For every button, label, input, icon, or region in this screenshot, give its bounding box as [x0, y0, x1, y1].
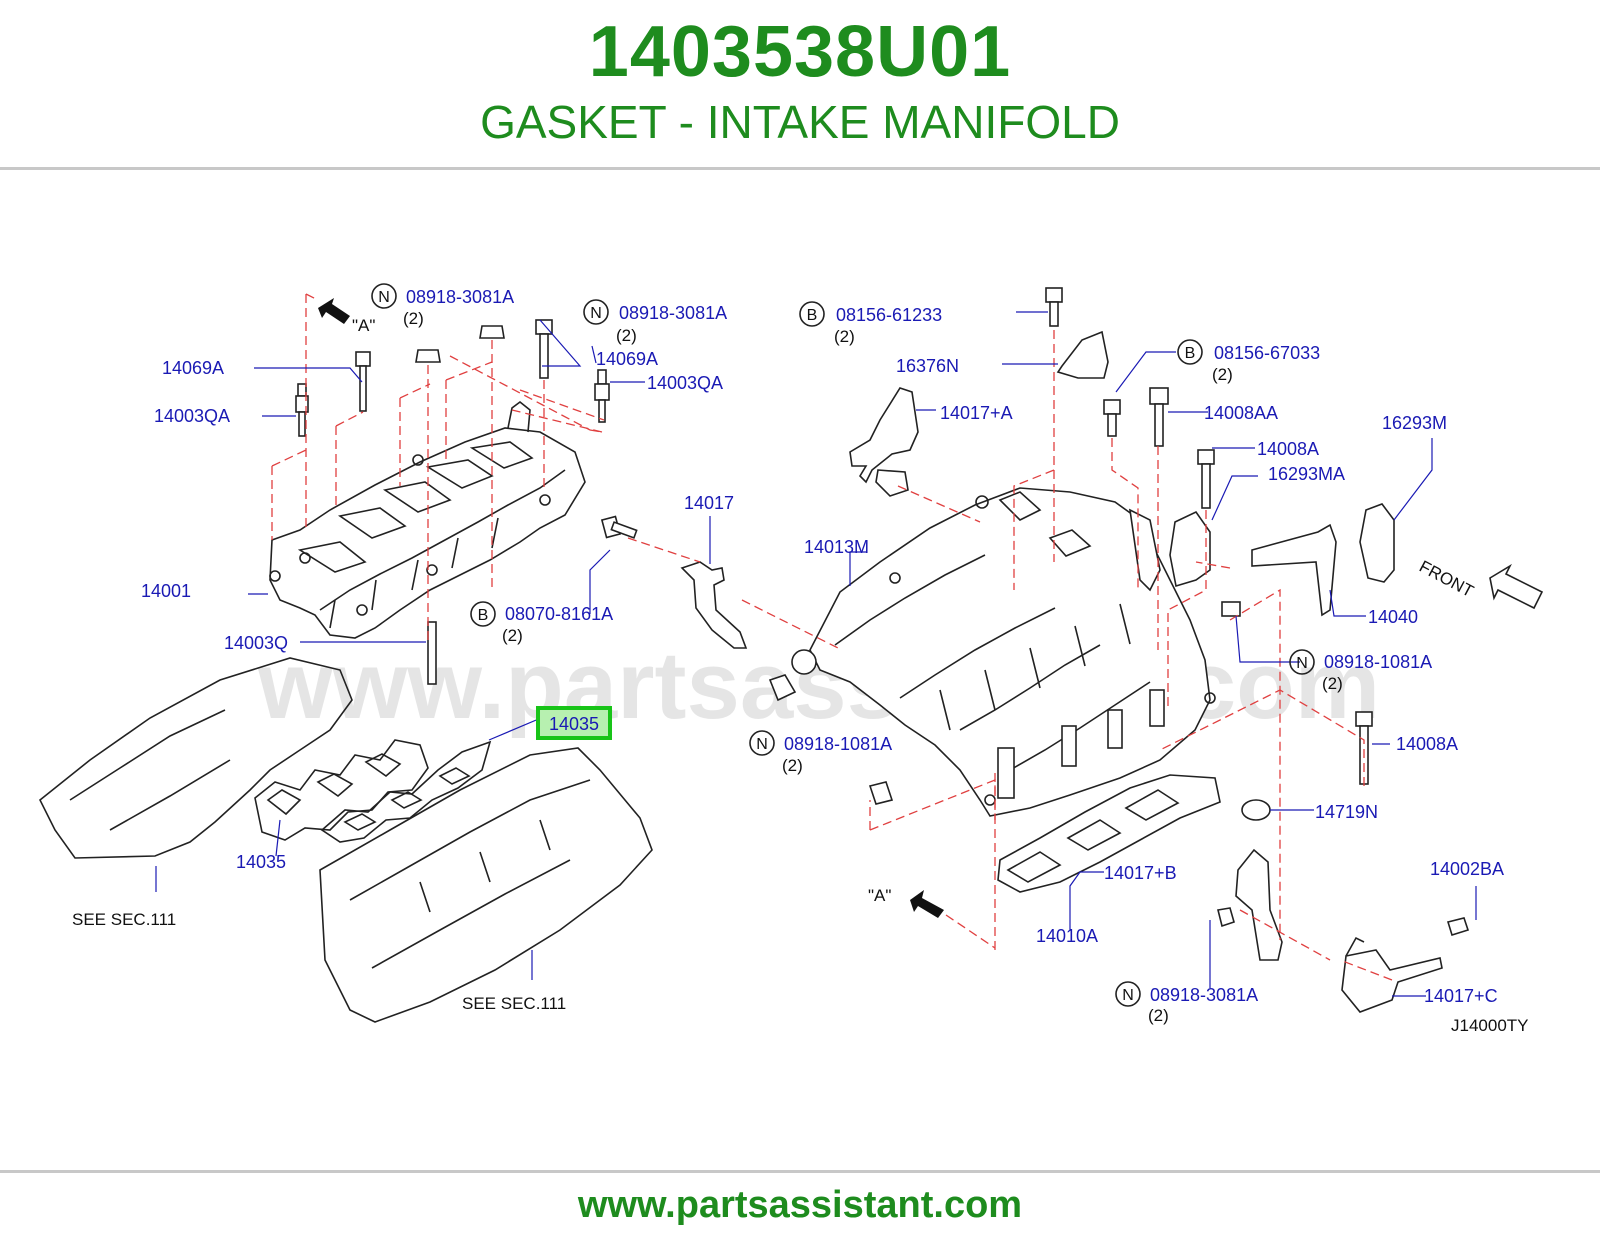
- circle-code-n5: N: [1122, 987, 1134, 1004]
- label-14040[interactable]: 14040: [1368, 607, 1418, 627]
- qty-3: (2): [502, 626, 523, 645]
- label-14010A[interactable]: 14010A: [1036, 926, 1098, 946]
- diagram-canvas: www.partsassistant.com: [38, 283, 1544, 1035]
- qty-1: (2): [403, 309, 424, 328]
- label-14001[interactable]: 14001: [141, 581, 191, 601]
- footer-divider: [0, 1170, 1600, 1173]
- callout-circles: N N B B B N N N: [371, 283, 1315, 1007]
- front-arrow: [1489, 563, 1544, 610]
- label-08918-1081A-right[interactable]: 08918-1081A: [1324, 652, 1432, 672]
- view-a-arrow-left: [318, 298, 350, 324]
- label-08070-8161A[interactable]: 08070-8161A: [505, 604, 613, 624]
- circle-code-n1: N: [378, 289, 390, 306]
- label-08156-61233[interactable]: 08156-61233: [836, 305, 942, 325]
- diagram-code: J14000TY: [1451, 1016, 1529, 1035]
- label-14008A-top[interactable]: 14008A: [1257, 439, 1319, 459]
- cylinder-heads-drawing: [38, 657, 653, 1023]
- footer-url[interactable]: www.partsassistant.com: [577, 1184, 1023, 1226]
- label-14017-plus-B[interactable]: 14017+B: [1104, 863, 1177, 883]
- label-16293MA[interactable]: 16293MA: [1268, 464, 1345, 484]
- right-upper-parts-drawing: [849, 287, 1395, 617]
- part-labels: 08918-3081A (2) "A" 08918-3081A (2) 1406…: [72, 287, 1529, 1035]
- circle-code-b1: B: [807, 307, 818, 324]
- label-14002BA[interactable]: 14002BA: [1430, 859, 1504, 879]
- label-08156-67033[interactable]: 08156-67033: [1214, 343, 1320, 363]
- gaskets-14035-drawing: [254, 739, 492, 843]
- highlight-box-14035[interactable]: [536, 706, 612, 740]
- page-header: 1403538U01 GASKET - INTAKE MANIFOLD: [0, 0, 1600, 170]
- circle-code-b3: B: [478, 607, 489, 624]
- see-sec-left: SEE SEC.111: [72, 910, 176, 929]
- label-14069A-left[interactable]: 14069A: [162, 358, 224, 378]
- label-14008A-lower[interactable]: 14008A: [1396, 734, 1458, 754]
- label-14003QA-left[interactable]: 14003QA: [154, 406, 230, 426]
- label-14017-plus-C[interactable]: 14017+C: [1424, 986, 1498, 1006]
- label-14017[interactable]: 14017: [684, 493, 734, 513]
- label-14008AA[interactable]: 14008AA: [1204, 403, 1278, 423]
- label-14013M[interactable]: 14013M: [804, 537, 869, 557]
- qty-6: (2): [1322, 674, 1343, 693]
- circle-code-b2: B: [1185, 345, 1196, 362]
- label-08918-3081A-a[interactable]: 08918-3081A: [406, 287, 514, 307]
- label-14003QA-right[interactable]: 14003QA: [647, 373, 723, 393]
- view-a-arrow-right: [910, 890, 944, 918]
- qty-8: (2): [1148, 1006, 1169, 1025]
- part-title: GASKET - INTAKE MANIFOLD: [480, 96, 1120, 148]
- label-14003Q[interactable]: 14003Q: [224, 633, 288, 653]
- label-08918-1081A-left[interactable]: 08918-1081A: [784, 734, 892, 754]
- part-number: 1403538U01: [588, 12, 1012, 92]
- highlight-label-14035[interactable]: 14035: [549, 714, 599, 734]
- circle-code-n4: N: [756, 736, 768, 753]
- qty-5: (2): [1212, 365, 1233, 384]
- qty-2: (2): [616, 326, 637, 345]
- alignment-lines: [271, 293, 1393, 981]
- label-14035-lower[interactable]: 14035: [236, 852, 286, 872]
- qty-4: (2): [834, 327, 855, 346]
- label-08918-3081A-c[interactable]: 08918-3081A: [1150, 985, 1258, 1005]
- label-16293M[interactable]: 16293M: [1382, 413, 1447, 433]
- circle-code-n2: N: [590, 305, 602, 322]
- label-14017-plus-A[interactable]: 14017+A: [940, 403, 1013, 423]
- view-a-label-right: "A": [868, 886, 891, 905]
- front-label: FRONT: [1416, 557, 1477, 601]
- parts-diagram: www.partsassistant.com: [0, 170, 1600, 1170]
- label-16376N[interactable]: 16376N: [896, 356, 959, 376]
- leader-lines: [155, 311, 1477, 997]
- left-fasteners-drawing: [295, 319, 638, 685]
- see-sec-bottom: SEE SEC.111: [462, 994, 566, 1013]
- label-14069A-right[interactable]: 14069A: [596, 349, 658, 369]
- view-a-label-left: "A": [352, 316, 375, 335]
- label-08918-3081A-b[interactable]: 08918-3081A: [619, 303, 727, 323]
- qty-7: (2): [782, 756, 803, 775]
- header-divider: [0, 167, 1600, 170]
- circle-code-n3: N: [1296, 655, 1308, 672]
- label-14719N[interactable]: 14719N: [1315, 802, 1378, 822]
- bracket-14017-drawing: [680, 561, 748, 649]
